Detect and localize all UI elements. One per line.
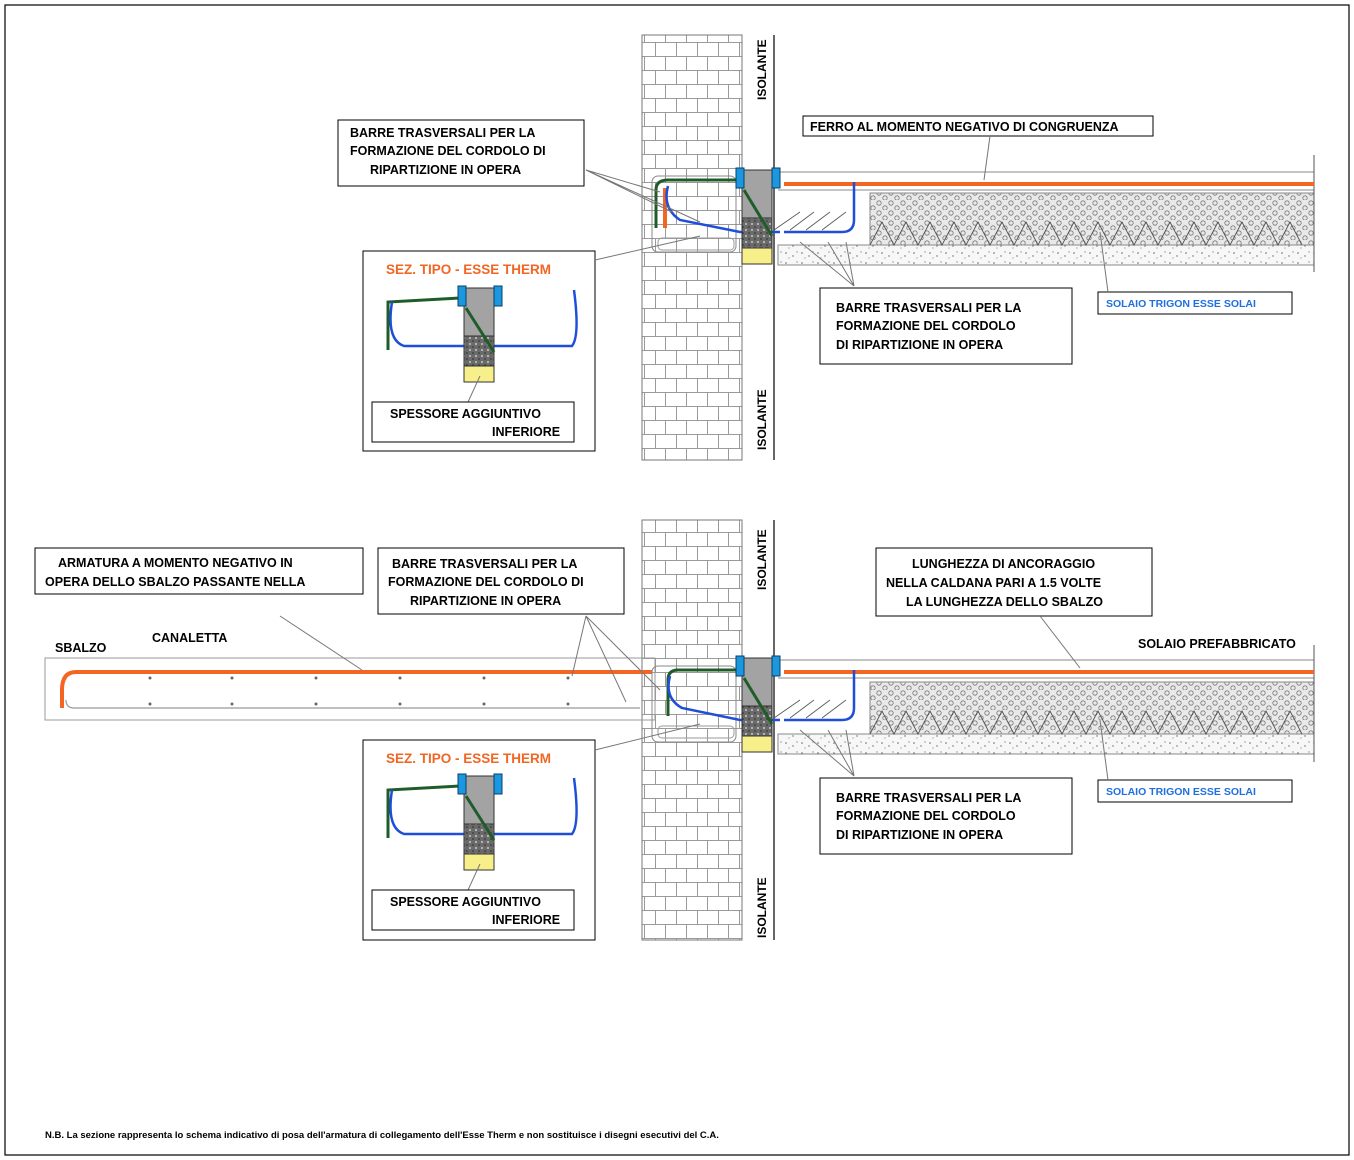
- brick-wall-1: [641, 34, 743, 461]
- isolante-top-1: ISOLANTE: [755, 39, 769, 100]
- section-2: ISOLANTE ISOLANTE: [34, 519, 1315, 941]
- solaio-trigon-label-1: SOLAIO TRIGON ESSE SOLAI: [1106, 298, 1256, 310]
- ferro-label-1: FERRO AL MOMENTO NEGATIVO DI CONGRUENZA: [810, 120, 1119, 134]
- inset-sez-tipo-1: SEZ. TIPO - ESSE THERM SPESSORE AGGIUNTI…: [362, 250, 596, 452]
- slab-1: [773, 155, 1315, 272]
- lunghezza-line3: LA LUNGHEZZA DELLO SBALZO: [906, 595, 1103, 609]
- lunghezza-line2: NELLA CALDANA PARI A 1.5 VOLTE: [886, 576, 1101, 590]
- svg-text:BARRE TRASVERSALI PER LA: BARRE TRASVERSALI PER LA FORMAZIONE DEL …: [836, 791, 1024, 842]
- sheet-frame: [4, 4, 1350, 1156]
- barre-right-2-line3: DI RIPARTIZIONE IN OPERA: [836, 828, 1003, 842]
- spessore-2-line2: INFERIORE: [492, 913, 560, 927]
- solaio-trigon-box-1: [1097, 291, 1293, 315]
- isolante-top-2: ISOLANTE: [755, 529, 769, 590]
- barre-right-1-line2: FORMAZIONE DEL CORDOLO: [836, 319, 1016, 333]
- inset-sez-tipo-2: SEZ. TIPO - ESSE THERM SPESSORE AGGIUNTI…: [362, 739, 596, 941]
- callout-barre-right-1: [819, 287, 1073, 365]
- armatura-line1: ARMATURA A MOMENTO NEGATIVO IN: [58, 556, 293, 570]
- svg-text:ARMATURA A MOMENTO NEGATIVO IN: ARMATURA A MOMENTO NEGATIVO IN OPERA DEL…: [45, 556, 305, 589]
- svg-text:BARRE TRASVERSALI PER LA: BARRE TRASVERSALI PER LA FORMAZIONE DEL …: [350, 126, 549, 177]
- svg-text:LUNGHEZZA DI ANCORAGGIO: LUNGHEZZA DI ANCORAGGIO NELLA CALDANA PA…: [886, 557, 1105, 609]
- barre-right-2-line2: FORMAZIONE DEL CORDOLO: [836, 809, 1016, 823]
- isolante-bottom-1: ISOLANTE: [755, 389, 769, 450]
- isolante-bottom-2: ISOLANTE: [755, 877, 769, 938]
- sez-tipo-label-2: SEZ. TIPO - ESSE THERM: [386, 751, 551, 766]
- lunghezza-line1: LUNGHEZZA DI ANCORAGGIO: [912, 557, 1095, 571]
- callout-ferro-1: [802, 115, 1154, 137]
- solaio-prefab-label: SOLAIO PREFABBRICATO: [1138, 637, 1296, 651]
- barre-left-1-line1: BARRE TRASVERSALI PER LA: [350, 126, 535, 140]
- callout-lunghezza-2: [875, 547, 1153, 617]
- sbalzo-label: SBALZO: [55, 641, 107, 655]
- armatura-line2: OPERA DELLO SBALZO PASSANTE NELLA: [45, 575, 305, 589]
- spessore-2-line1: SPESSORE AGGIUNTIVO: [390, 895, 541, 909]
- barre-right-1-line3: DI RIPARTIZIONE IN OPERA: [836, 338, 1003, 352]
- barre-left-2-line2: FORMAZIONE DEL CORDOLO DI: [388, 575, 584, 589]
- barre-right-2-line1: BARRE TRASVERSALI PER LA: [836, 791, 1021, 805]
- solaio-trigon-box-2: [1097, 779, 1293, 803]
- svg-text:BARRE TRASVERSALI PER LA: BARRE TRASVERSALI PER LA FORMAZIONE DEL …: [836, 301, 1024, 352]
- svg-text:BARRE TRASVERSALI PER LA: BARRE TRASVERSALI PER LA FORMAZIONE DEL …: [388, 557, 587, 608]
- brick-wall-2: [641, 519, 743, 941]
- cantilever-2: [44, 657, 656, 721]
- thermal-element-1: [735, 167, 781, 265]
- callout-barre-right-2: [819, 777, 1073, 855]
- callout-barre-left-2: [377, 547, 625, 615]
- barre-left-2-line1: BARRE TRASVERSALI PER LA: [392, 557, 577, 571]
- svg-text:SPESSORE AGGIUNTIVO IN: SPESSORE AGGIUNTIVO INFERIORE: [390, 407, 560, 439]
- barre-left-1-line3: RIPARTIZIONE IN OPERA: [370, 163, 521, 177]
- slab-2: [773, 645, 1315, 762]
- barre-right-1-line1: BARRE TRASVERSALI PER LA: [836, 301, 1021, 315]
- spessore-1-line2: INFERIORE: [492, 425, 560, 439]
- canaletta-label: CANALETTA: [152, 631, 227, 645]
- cordolo-cage-1: [651, 175, 780, 253]
- thermal-element-2: [735, 655, 781, 753]
- section-1: ISOLANTE ISOLANTE: [337, 34, 1315, 461]
- barre-left-2-line3: RIPARTIZIONE IN OPERA: [410, 594, 561, 608]
- sez-tipo-label-1: SEZ. TIPO - ESSE THERM: [386, 262, 551, 277]
- callout-armatura-2: [34, 547, 364, 595]
- barre-left-1-line2: FORMAZIONE DEL CORDOLO DI: [350, 144, 546, 158]
- solaio-trigon-label-2: SOLAIO TRIGON ESSE SOLAI: [1106, 786, 1256, 798]
- cordolo-cage-2: [651, 665, 780, 743]
- callout-barre-left-1: [337, 119, 585, 187]
- footnote: N.B. La sezione rappresenta lo schema in…: [45, 1130, 719, 1141]
- spessore-1-line1: SPESSORE AGGIUNTIVO: [390, 407, 541, 421]
- svg-text:SPESSORE AGGIUNTIVO IN: SPESSORE AGGIUNTIVO INFERIORE: [390, 895, 560, 927]
